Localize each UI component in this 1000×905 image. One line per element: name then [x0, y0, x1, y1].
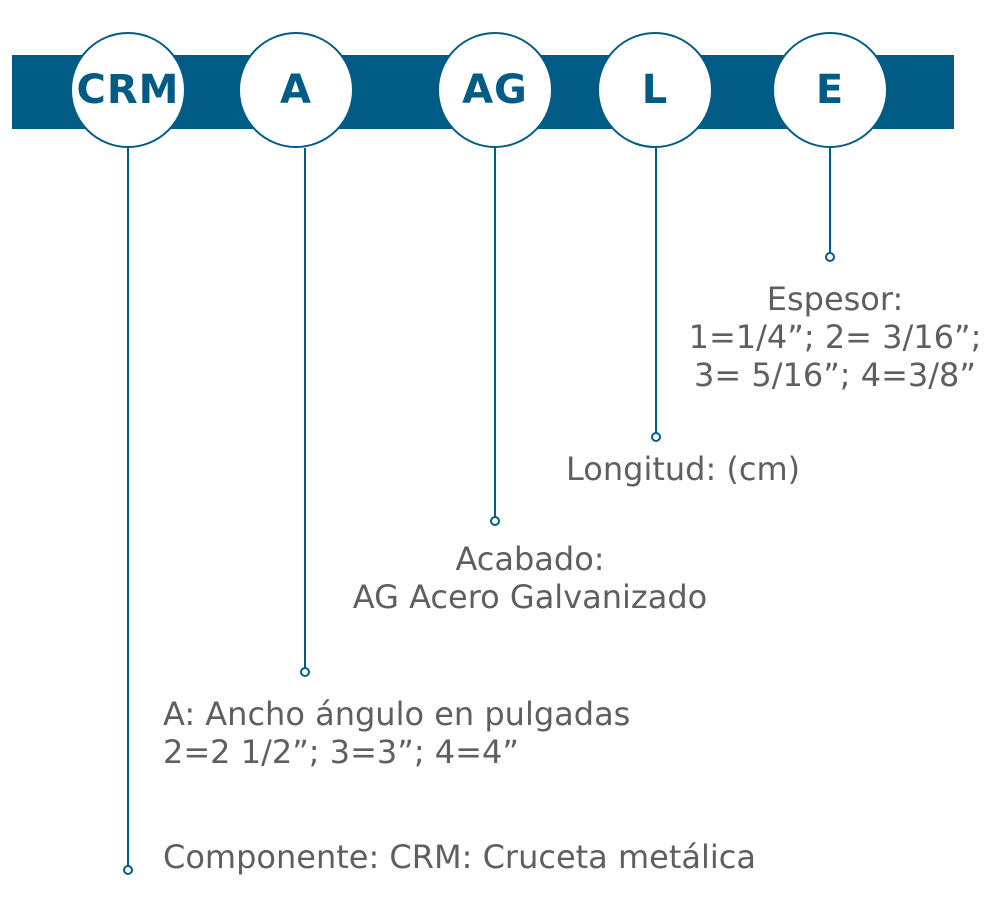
label-espesor-line2: 3= 5/16”; 4=3/8” [694, 356, 976, 394]
label-acabado: Acabado: AG Acero Galvanizado [330, 540, 730, 616]
label-componente: Componente: CRM: Cruceta metálica [163, 838, 756, 876]
label-acabado-line1: AG Acero Galvanizado [352, 578, 708, 616]
label-espesor-line1: 1=1/4”; 2= 3/16”; [688, 318, 982, 356]
code-circle-ag: AG [437, 32, 553, 148]
label-espesor: Espesor: 1=1/4”; 2= 3/16”; 3= 5/16”; 4=3… [680, 280, 990, 394]
connector-dot-e [825, 252, 835, 262]
code-circle-a: A [238, 32, 354, 148]
code-circle-crm: CRM [70, 32, 186, 148]
connector-dot-l [651, 432, 661, 442]
label-ancho: A: Ancho ángulo en pulgadas 2=2 1/2”; 3=… [163, 695, 630, 771]
label-acabado-title: Acabado: [455, 540, 605, 578]
label-componente-title: Componente: CRM: Cruceta metálica [163, 838, 756, 876]
connector-dot-ag [490, 516, 500, 526]
label-longitud-title: Longitud: (cm) [566, 450, 801, 488]
code-circle-l: L [597, 32, 713, 148]
label-espesor-title: Espesor: [766, 280, 904, 318]
label-ancho-title: A: Ancho ángulo en pulgadas [163, 695, 631, 733]
connector-dot-crm [123, 865, 133, 875]
label-ancho-line1: 2=2 1/2”; 3=3”; 4=4” [163, 733, 519, 771]
code-circle-e: E [772, 32, 888, 148]
label-longitud: Longitud: (cm) [566, 450, 800, 488]
connector-dot-a [300, 667, 310, 677]
